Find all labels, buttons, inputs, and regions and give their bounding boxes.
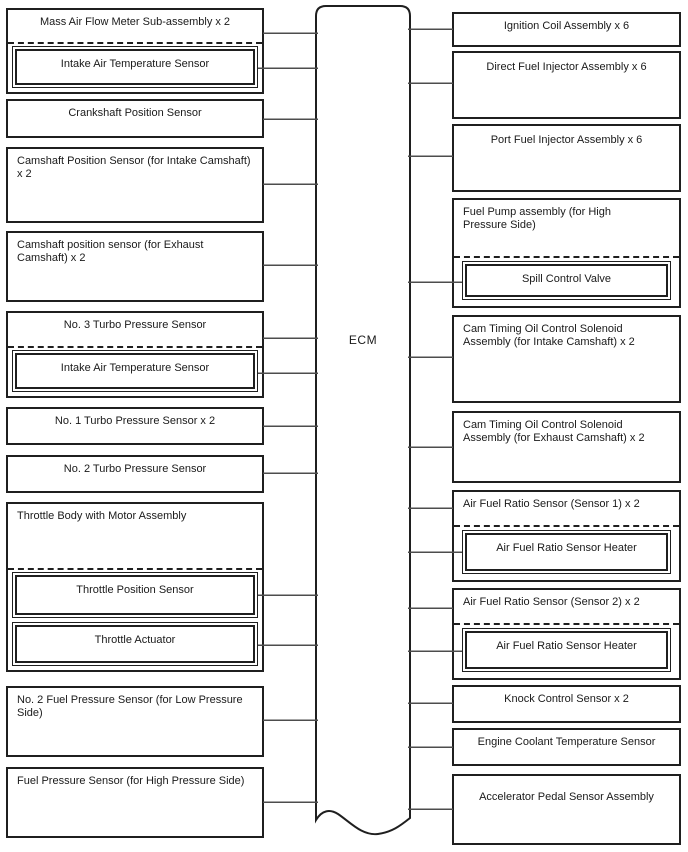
component-label: Camshaft position sensor (for Exhaust Ca… [17, 239, 204, 264]
component-box-direct-fuel-injector: Direct Fuel Injector Assembly x 6 [452, 51, 681, 119]
component-box-accelerator-pedal-sensor: Accelerator Pedal Sensor Assembly [452, 774, 681, 845]
component-label: Knock Control Sensor x 2 [504, 693, 629, 705]
nested-component-label: Air Fuel Ratio Sensor Heater [465, 533, 668, 571]
component-box-camshaft-position-sensor-exhaust: Camshaft position sensor (for Exhaust Ca… [6, 231, 264, 302]
component-box-engine-coolant-temperature-sensor: Engine Coolant Temperature Sensor [452, 728, 681, 766]
component-box-no1-turbo-pressure-sensor: No. 1 Turbo Pressure Sensor x 2 [6, 407, 264, 445]
dashed-separator [8, 42, 262, 44]
component-label: Air Fuel Ratio Sensor (Sensor 2) x 2 [463, 596, 640, 608]
component-label: No. 3 Turbo Pressure Sensor [63, 319, 207, 331]
nested-component-label: Intake Air Temperature Sensor [15, 353, 255, 389]
component-box-mass-air-flow-meter: Mass Air Flow Meter Sub-assembly x 2 Int… [6, 8, 264, 94]
dashed-separator [454, 623, 679, 625]
component-box-cam-timing-solenoid-exhaust: Cam Timing Oil Control Solenoid Assembly… [452, 411, 681, 483]
component-box-throttle-body: Throttle Body with Motor Assembly Thrott… [6, 502, 264, 672]
component-box-no2-fuel-pressure-sensor-low: No. 2 Fuel Pressure Sensor (for Low Pres… [6, 686, 264, 757]
component-box-fuel-pump: Fuel Pump assembly (for High Pressure Si… [452, 198, 681, 308]
component-label: Accelerator Pedal Sensor Assembly [479, 791, 654, 803]
component-box-port-fuel-injector: Port Fuel Injector Assembly x 6 [452, 124, 681, 192]
component-label: Cam Timing Oil Control Solenoid Assembly… [463, 323, 635, 348]
component-label: Cam Timing Oil Control Solenoid Assembly… [463, 419, 645, 444]
nested-component-label: Air Fuel Ratio Sensor Heater [465, 631, 668, 669]
nested-component-box: Air Fuel Ratio Sensor Heater [462, 628, 671, 672]
component-label: Crankshaft Position Sensor [68, 107, 202, 119]
nested-component-box: Air Fuel Ratio Sensor Heater [462, 530, 671, 574]
component-label: Direct Fuel Injector Assembly x 6 [486, 61, 647, 73]
component-label: Air Fuel Ratio Sensor (Sensor 1) x 2 [463, 498, 640, 510]
component-box-air-fuel-ratio-sensor-1: Air Fuel Ratio Sensor (Sensor 1) x 2 Air… [452, 490, 681, 582]
component-label: Camshaft Position Sensor (for Intake Cam… [17, 155, 251, 180]
component-label: Throttle Body with Motor Assembly [17, 510, 187, 522]
component-label: Fuel Pump assembly (for High Pressure Si… [463, 206, 611, 231]
component-label: Port Fuel Injector Assembly x 6 [490, 134, 643, 146]
component-box-knock-control-sensor: Knock Control Sensor x 2 [452, 685, 681, 723]
dashed-separator [454, 256, 679, 258]
component-label: Mass Air Flow Meter Sub-assembly x 2 [39, 16, 231, 28]
component-box-cam-timing-solenoid-intake: Cam Timing Oil Control Solenoid Assembly… [452, 315, 681, 403]
dashed-separator [8, 346, 262, 348]
dashed-separator [8, 568, 262, 570]
nested-component-box: Spill Control Valve [462, 261, 671, 300]
component-box-ignition-coil: Ignition Coil Assembly x 6 [452, 12, 681, 47]
nested-component-box: Intake Air Temperature Sensor [12, 46, 258, 88]
nested-component-box: Throttle Position Sensor [12, 572, 258, 618]
component-label: Engine Coolant Temperature Sensor [477, 736, 656, 748]
component-box-fuel-pressure-sensor-high: Fuel Pressure Sensor (for High Pressure … [6, 767, 264, 838]
nested-component-label: Throttle Actuator [15, 625, 255, 663]
dashed-separator [454, 525, 679, 527]
ecm-label: ECM [348, 333, 378, 347]
component-label: No. 2 Fuel Pressure Sensor (for Low Pres… [17, 694, 243, 719]
component-label: No. 2 Turbo Pressure Sensor [63, 463, 207, 475]
component-label: Ignition Coil Assembly x 6 [503, 20, 630, 32]
nested-component-box: Intake Air Temperature Sensor [12, 350, 258, 392]
component-box-no3-turbo-pressure-sensor: No. 3 Turbo Pressure Sensor Intake Air T… [6, 311, 264, 398]
component-label: No. 1 Turbo Pressure Sensor x 2 [54, 415, 216, 427]
nested-component-box: Throttle Actuator [12, 622, 258, 666]
component-box-camshaft-position-sensor-intake: Camshaft Position Sensor (for Intake Cam… [6, 147, 264, 223]
nested-component-label: Spill Control Valve [465, 264, 668, 297]
component-label: Fuel Pressure Sensor (for High Pressure … [17, 775, 245, 787]
nested-component-label: Throttle Position Sensor [15, 575, 255, 615]
nested-component-label: Intake Air Temperature Sensor [15, 49, 255, 85]
component-box-air-fuel-ratio-sensor-2: Air Fuel Ratio Sensor (Sensor 2) x 2 Air… [452, 588, 681, 680]
component-box-crankshaft-position-sensor: Crankshaft Position Sensor [6, 99, 264, 138]
component-box-no2-turbo-pressure-sensor: No. 2 Turbo Pressure Sensor [6, 455, 264, 493]
